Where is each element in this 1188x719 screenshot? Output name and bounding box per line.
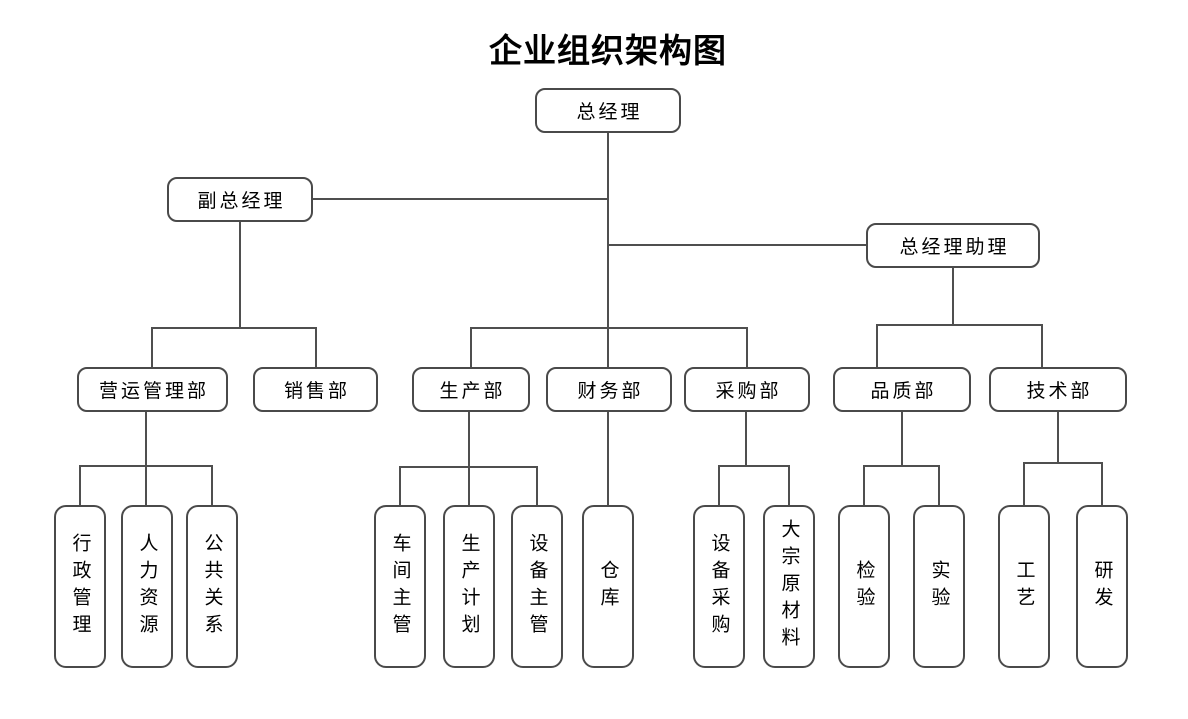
node-label: 生产部	[439, 381, 506, 402]
node-label: 总经理助理	[899, 237, 1010, 258]
connector	[718, 465, 720, 505]
node-bulk-raw-materials: 大宗原材料	[763, 505, 815, 668]
connector	[1023, 462, 1103, 464]
node-operations-dept: 营运管理部	[77, 367, 228, 412]
connector	[607, 412, 609, 505]
connector	[901, 412, 903, 467]
node-label: 行政管理	[69, 532, 91, 641]
node-label: 工艺	[1013, 559, 1035, 614]
node-sales-dept: 销售部	[253, 367, 378, 412]
chart-title: 企业组织架构图	[489, 32, 727, 69]
node-label: 实验	[928, 559, 950, 614]
node-label: 总经理	[576, 102, 643, 123]
connector	[863, 465, 865, 505]
node-research-development: 研发	[1076, 505, 1128, 668]
connector	[79, 465, 81, 505]
connector	[1101, 462, 1103, 505]
node-label: 公共关系	[201, 532, 223, 641]
node-label: 设备采购	[708, 532, 730, 641]
node-label: 采购部	[715, 381, 782, 402]
node-deputy-general-manager: 副总经理	[167, 177, 313, 222]
node-laboratory: 实验	[913, 505, 965, 668]
node-label: 营运管理部	[98, 381, 209, 402]
connector	[1057, 412, 1059, 464]
node-production-planning: 生产计划	[443, 505, 495, 668]
node-process-engineering: 工艺	[998, 505, 1050, 668]
node-quality-dept: 品质部	[833, 367, 971, 412]
node-label: 技术部	[1026, 381, 1093, 402]
node-label: 副总经理	[197, 191, 286, 212]
node-label: 财务部	[577, 381, 644, 402]
connector	[239, 222, 241, 329]
connector	[1023, 462, 1025, 505]
node-label: 研发	[1091, 559, 1113, 614]
node-purchasing-dept: 采购部	[684, 367, 810, 412]
connector	[876, 324, 1043, 326]
connector	[607, 244, 866, 246]
node-label: 生产计划	[458, 532, 480, 641]
node-label: 设备主管	[526, 532, 548, 641]
connector	[470, 327, 748, 329]
node-equipment-purchasing: 设备采购	[693, 505, 745, 668]
node-equipment-supervisor: 设备主管	[511, 505, 563, 668]
connector	[745, 412, 747, 467]
connector	[876, 324, 878, 367]
node-public-relations: 公共关系	[186, 505, 238, 668]
connector	[536, 466, 538, 505]
node-inspection: 检验	[838, 505, 890, 668]
node-production-dept: 生产部	[412, 367, 530, 412]
connector	[468, 412, 470, 505]
node-label: 仓库	[597, 559, 619, 614]
connector	[718, 465, 790, 467]
connector	[399, 466, 401, 505]
node-label: 检验	[853, 559, 875, 614]
node-technology-dept: 技术部	[989, 367, 1127, 412]
connector	[151, 327, 317, 329]
connector	[863, 465, 940, 467]
connector	[211, 465, 213, 505]
connector	[79, 465, 213, 467]
node-label: 人力资源	[136, 532, 158, 641]
node-human-resources: 人力资源	[121, 505, 173, 668]
connector	[746, 327, 748, 367]
connector	[151, 327, 153, 367]
connector	[952, 268, 954, 326]
node-gm-assistant: 总经理助理	[866, 223, 1040, 268]
node-label: 车间主管	[389, 532, 411, 641]
connector	[470, 327, 472, 367]
node-finance-dept: 财务部	[546, 367, 672, 412]
connector	[607, 133, 609, 367]
connector	[145, 412, 147, 505]
node-general-manager: 总经理	[535, 88, 681, 133]
connector	[938, 465, 940, 505]
connector	[313, 198, 608, 200]
node-workshop-supervisor: 车间主管	[374, 505, 426, 668]
connector	[399, 466, 538, 468]
connector	[315, 327, 317, 367]
node-warehouse: 仓库	[582, 505, 634, 668]
node-label: 大宗原材料	[778, 519, 800, 654]
connector	[788, 465, 790, 505]
connector	[1041, 324, 1043, 367]
node-admin-management: 行政管理	[54, 505, 106, 668]
node-label: 销售部	[283, 381, 350, 402]
node-label: 品质部	[870, 381, 937, 402]
